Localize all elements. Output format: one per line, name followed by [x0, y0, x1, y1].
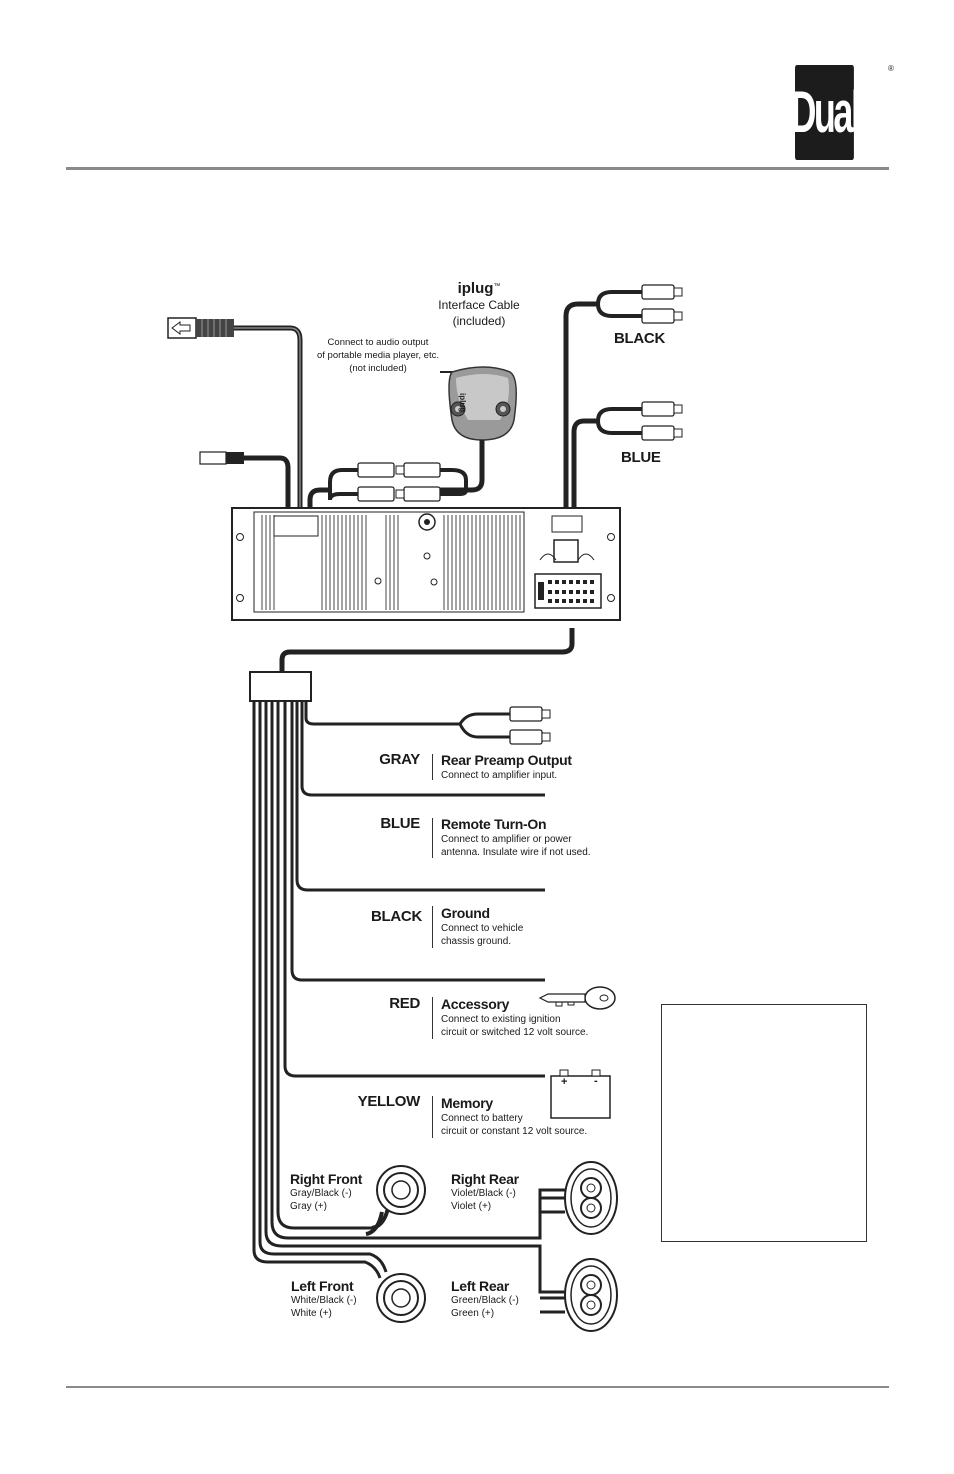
wire-color-red: RED: [389, 995, 420, 1012]
iplug-device-label: iplug: [458, 393, 467, 413]
wire-title-memory: Memory: [441, 1095, 493, 1111]
rca-label-blue: BLUE: [621, 449, 661, 466]
iplug-title: iplug™ Interface Cable (included): [420, 279, 538, 329]
battery-plus: +: [561, 1076, 568, 1088]
dual-logo: Dual: [790, 65, 861, 160]
callout-line-2: of portable media player, etc.: [317, 350, 439, 361]
speaker-name: Left Front: [291, 1278, 354, 1294]
speaker-right-rear: Right Rear Violet/Black (-) Violet (+): [451, 1171, 519, 1213]
wire-desc-rear-preamp: Connect to amplifier input.: [441, 770, 558, 781]
left-front-speaker-icon: [376, 1273, 426, 1323]
registered-mark: ®: [888, 64, 894, 73]
iplug-logo: iplug: [457, 280, 494, 297]
aux-plug-icon: [199, 451, 244, 465]
wire-color-blue: BLUE: [380, 815, 420, 832]
wire-desc-ground-1: Connect to vehicle: [441, 923, 524, 934]
wire-desc-accessory-1: Connect to existing ignition: [441, 1014, 561, 1025]
footer-rule: [66, 1386, 889, 1388]
left-rear-speaker-icon: [564, 1258, 618, 1332]
wire-color-black: BLACK: [371, 908, 422, 925]
wire-separator: [432, 754, 433, 780]
ignition-key-icon: [538, 986, 616, 1010]
iplug-cable: [440, 440, 485, 493]
wire-title-ground: Ground: [441, 905, 490, 921]
speaker-pos: Violet (+): [451, 1201, 492, 1212]
aux-cable: [244, 455, 291, 520]
wire-separator: [432, 1096, 433, 1138]
iplug-trademark: ™: [493, 283, 501, 290]
rca-output-blue: [571, 401, 683, 520]
note-box: [661, 1004, 867, 1242]
harness-cable: [279, 628, 575, 672]
wire-separator: [432, 906, 433, 948]
head-unit-rear-panel: [231, 507, 621, 621]
wire-color-gray: GRAY: [379, 751, 420, 768]
speaker-name: Left Rear: [451, 1278, 509, 1294]
speaker-neg: Violet/Black (-): [451, 1188, 516, 1199]
wire-title-accessory: Accessory: [441, 996, 510, 1012]
iplug-device-icon: [448, 366, 517, 441]
wire-desc-remote-2: antenna. Insulate wire if not used.: [441, 847, 591, 858]
speaker-name: Right Front: [290, 1171, 363, 1187]
callout-line-1: Connect to audio output: [327, 337, 429, 348]
speaker-pos: Green (+): [451, 1308, 495, 1319]
rear-preamp-rca-pair: [458, 706, 551, 745]
speaker-pos: White (+): [291, 1308, 332, 1319]
speaker-neg: White/Black (-): [291, 1295, 357, 1306]
speaker-neg: Gray/Black (-): [290, 1188, 352, 1199]
battery-minus: -: [594, 1075, 598, 1087]
speaker-pos: Gray (+): [290, 1201, 327, 1212]
speaker-left-rear: Left Rear Green/Black (-) Green (+): [451, 1278, 519, 1320]
right-rear-speaker-icon: [564, 1161, 618, 1235]
speaker-neg: Green/Black (-): [451, 1295, 519, 1306]
wire-desc-remote-1: Connect to amplifier or power: [441, 834, 572, 845]
speaker-right-front: Right Front Gray/Black (-) Gray (+): [290, 1171, 362, 1213]
battery-icon: [550, 1069, 611, 1119]
wire-desc-ground-2: chassis ground.: [441, 936, 512, 947]
wire-desc-accessory-2: circuit or switched 12 volt source.: [441, 1027, 589, 1038]
iplug-included: (included): [452, 314, 506, 328]
antenna-plug-icon: [167, 317, 234, 339]
speaker-name: Right Rear: [451, 1171, 519, 1187]
harness-wires: [252, 701, 565, 1314]
wire-title-remote: Remote Turn-On: [441, 816, 547, 832]
iplug-rca-pair: [307, 462, 468, 520]
rca-output-black: [563, 284, 683, 520]
right-front-speaker-icon: [376, 1165, 426, 1215]
harness-connector: [249, 671, 312, 702]
wire-desc-memory-1: Connect to battery: [441, 1113, 523, 1124]
iplug-callout: Connect to audio output of portable medi…: [300, 336, 456, 375]
header-rule: [66, 167, 889, 170]
wire-separator: [432, 818, 433, 858]
wire-separator: [432, 997, 433, 1039]
callout-line-3: (not included): [349, 363, 407, 374]
iplug-cable-name: Interface Cable: [438, 298, 520, 312]
wire-desc-memory-2: circuit or constant 12 volt source.: [441, 1126, 588, 1137]
wire-color-yellow: YELLOW: [357, 1093, 421, 1110]
wire-title-rear-preamp: Rear Preamp Output: [441, 752, 572, 768]
speaker-left-front: Left Front White/Black (-) White (+): [291, 1278, 357, 1320]
rca-label-black: BLACK: [614, 330, 665, 347]
